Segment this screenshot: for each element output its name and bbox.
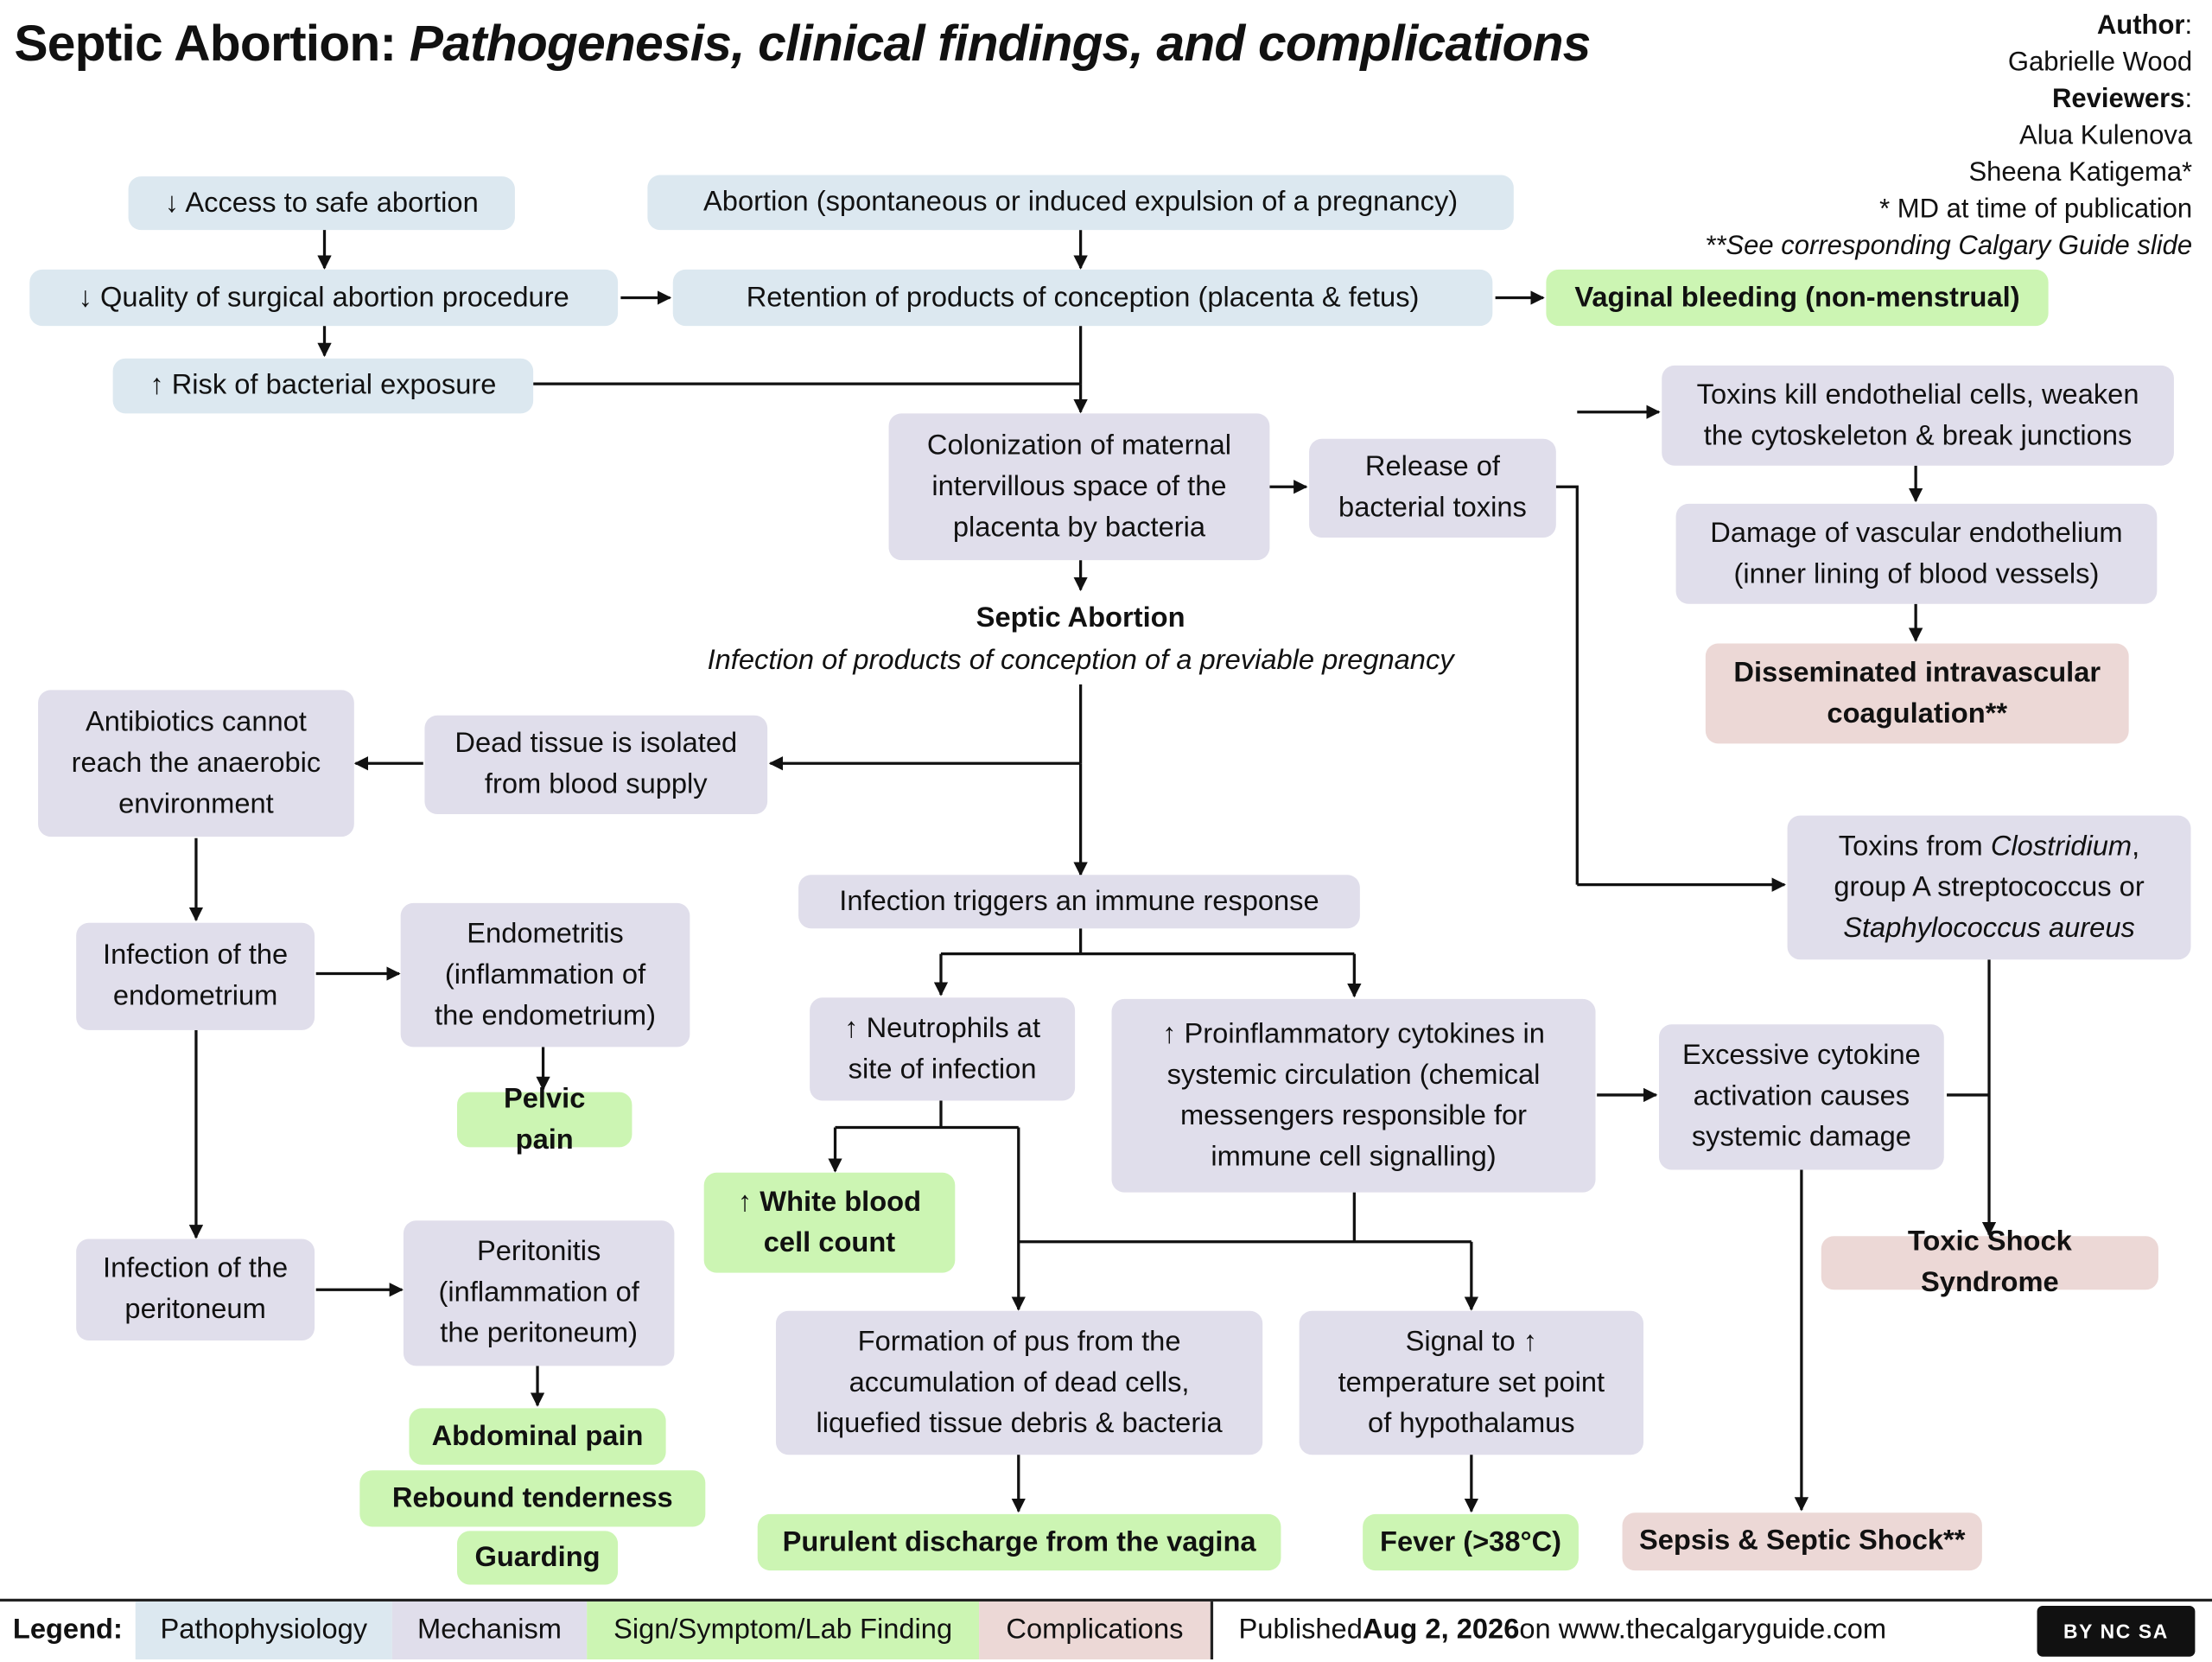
node-retention: Retention of products of conception (pla… (672, 269, 1493, 327)
node-toxins-from: Toxins from Clostridium, group A strepto… (1787, 815, 2191, 960)
legend-label: Legend: (12, 1614, 123, 1646)
node-toxins-kill: Toxins kill endothelial cells, weaken th… (1662, 365, 2174, 466)
md-note: * MD at time of publication (1879, 194, 2193, 225)
reviewer-1: Alua Kulenova (2019, 121, 2193, 151)
published-prefix: Published (1238, 1614, 1363, 1646)
node-cytokines: ↑ Proinflammatory cytokines in systemic … (1111, 998, 1596, 1193)
line-immune-split (940, 928, 1355, 956)
toxins-from-staph: Staphylococcus aureus (1843, 912, 2135, 944)
septic-abortion-title: Septic Abortion (976, 602, 1185, 634)
legend-complications: Complications (979, 1602, 1211, 1659)
node-infection-peritoneum: Infection of the peritoneum (76, 1239, 315, 1341)
node-rebound-tenderness: Rebound tenderness (359, 1470, 706, 1527)
published-note: Published Aug 2, 2026 on www.thecalgaryg… (1210, 1602, 1887, 1659)
line-neutrophils-down (835, 1100, 1019, 1130)
node-endometritis: Endometritis (inflammation of the endome… (400, 902, 690, 1048)
author-name: Gabrielle Wood (2007, 48, 2193, 78)
toxins-from-text-a: Toxins from (1838, 830, 1991, 862)
node-purulent-discharge: Purulent discharge from the vagina (757, 1513, 1281, 1571)
toxins-from-text-c: , group A streptococcus or (1834, 830, 2145, 903)
node-infection-endometrium: Infection of the endometrium (76, 922, 315, 1030)
title-subtitle: Pathogenesis, clinical findings, and com… (409, 14, 1592, 73)
node-abdominal-pain: Abdominal pain (409, 1408, 666, 1465)
legend-pathophysiology: Pathophysiology (135, 1602, 392, 1659)
legend-bar: Legend: Pathophysiology Mechanism Sign/S… (0, 1598, 2212, 1662)
published-date: Aug 2, 2026 (1362, 1614, 1520, 1646)
node-wbc-count: ↑ White blood cell count (703, 1172, 956, 1273)
node-hypothalamus-signal: Signal to ↑ temperature set point of hyp… (1299, 1310, 1644, 1455)
node-release-toxins: Release of bacterial toxins (1309, 438, 1556, 538)
node-neutrophils: ↑ Neutrophils at site of infection (810, 997, 1076, 1101)
node-damage-endothelium: Damage of vascular endothelium (inner li… (1675, 503, 2158, 604)
node-toxic-shock: Toxic Shock Syndrome (1821, 1226, 2158, 1298)
node-abortion: Abortion (spontaneous or induced expulsi… (647, 175, 1514, 231)
node-antibiotics: Antibiotics cannot reach the anaerobic e… (38, 690, 354, 837)
node-dic: Disseminated intravascular coagulation** (1705, 643, 2129, 744)
published-suffix: on www.thecalgaryguide.com (1519, 1614, 1887, 1646)
node-vaginal-bleeding: Vaginal bleeding (non-menstrual) (1546, 269, 2049, 327)
legend-sign-symptom: Sign/Symptom/Lab Finding (587, 1602, 980, 1659)
page-title: Septic Abortion: Pathogenesis, clinical … (14, 14, 1592, 73)
legend-mechanism: Mechanism (391, 1602, 588, 1659)
credits: Author: Gabrielle Wood Reviewers: Alua K… (1705, 11, 2193, 262)
node-sepsis: Sepsis & Septic Shock** (1622, 1512, 1982, 1571)
node-quality: ↓ Quality of surgical abortion procedure (29, 269, 619, 327)
septic-abortion-definition: Infection of products of conception of a… (707, 645, 1454, 677)
node-colonization: Colonization of maternal intervillous sp… (888, 413, 1270, 561)
node-immune-response: Infection triggers an immune response (798, 875, 1360, 929)
node-excessive-cytokine: Excessive cytokine activation causes sys… (1658, 1024, 1944, 1170)
reviewer-2: Sheena Katigema* (1968, 157, 2193, 188)
node-guarding: Guarding (456, 1531, 619, 1585)
node-dead-tissue: Dead tissue is isolated from blood suppl… (424, 715, 768, 815)
node-fever: Fever (>38°C) (1363, 1513, 1579, 1571)
title-main: Septic Abortion: (14, 14, 397, 73)
creative-commons-license-icon[interactable]: BY NC SA (2037, 1605, 2196, 1657)
see-note: **See corresponding Calgary Guide slide (1705, 231, 2193, 262)
node-peritonitis: Peritonitis (inflammation of the periton… (403, 1220, 675, 1366)
reviewers-label: Reviewers (2052, 84, 2185, 115)
toxins-from-clostridium: Clostridium (1990, 830, 2133, 862)
line-cytokines-down (1018, 1192, 1471, 1244)
author-label: Author (2096, 11, 2185, 41)
node-pus-formation: Formation of pus from the accumulation o… (775, 1310, 1263, 1455)
line-release-branch (1555, 485, 1579, 885)
node-pelvic-pain: Pelvic pain (456, 1083, 632, 1155)
node-risk: ↑ Risk of bacterial exposure (112, 358, 534, 414)
node-access: ↓ Access to safe abortion (128, 176, 515, 231)
